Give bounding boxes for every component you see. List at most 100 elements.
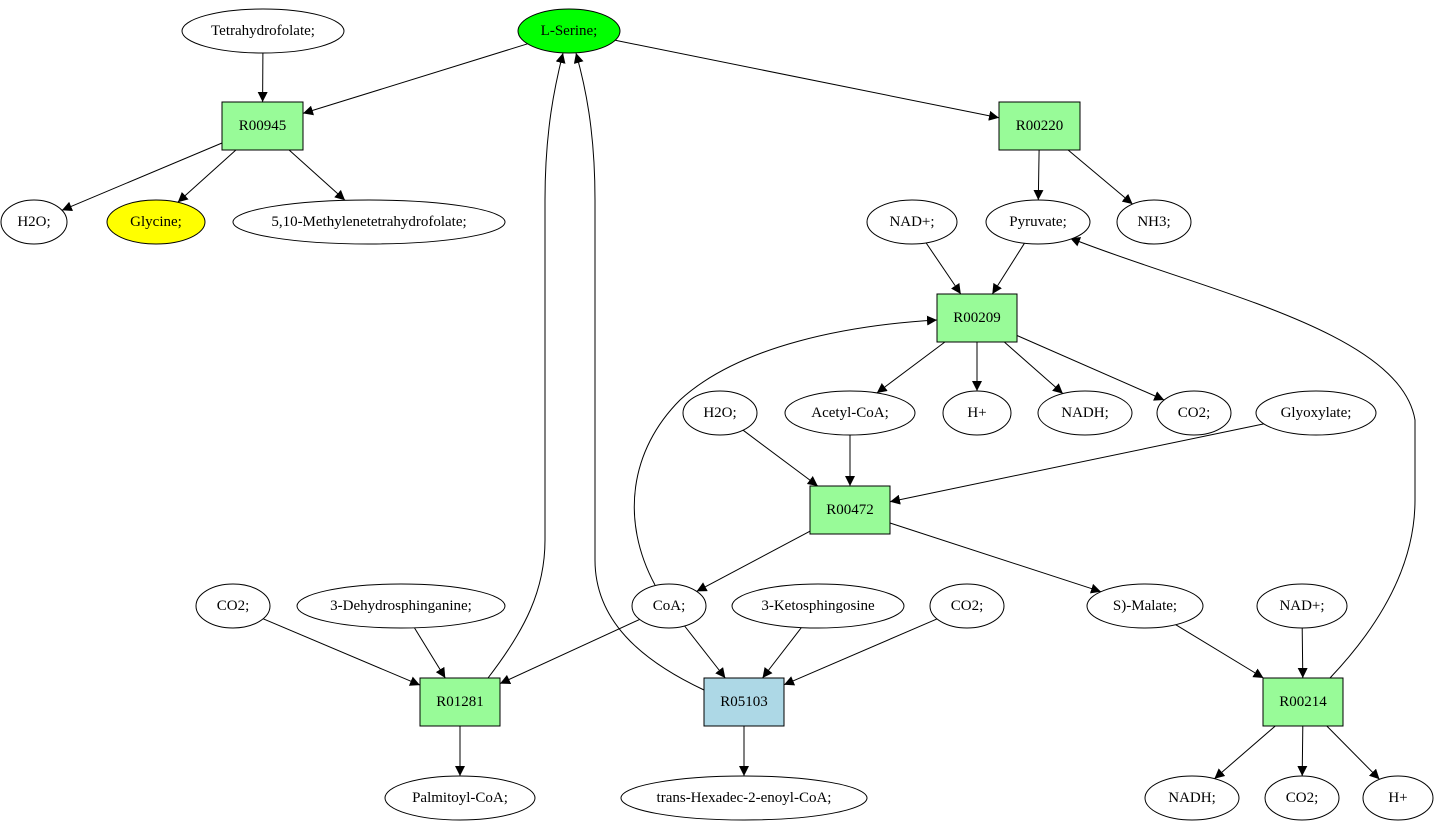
compound-node-coa[interactable]: CoA; bbox=[631, 583, 707, 629]
node-label: Acetyl-CoA; bbox=[811, 405, 888, 421]
compound-node-tetrahydrofolate[interactable]: Tetrahydrofolate; bbox=[181, 8, 345, 54]
edge-nadplus-2-to-r00214 bbox=[1297, 627, 1308, 679]
edge-coa-to-r01281 bbox=[499, 618, 640, 685]
compound-node-palmitoyl-coa[interactable]: Palmitoyl-CoA; bbox=[384, 775, 536, 821]
node-label: R00209 bbox=[953, 310, 1001, 326]
compound-node-co2-2[interactable]: CO2; bbox=[195, 583, 271, 629]
edge-r00945-to-glycine bbox=[177, 149, 237, 203]
reaction-node-r01281[interactable]: R01281 bbox=[419, 677, 501, 727]
node-label: NAD+; bbox=[889, 214, 934, 230]
edges-layer bbox=[61, 39, 1416, 780]
compound-ellipse bbox=[620, 775, 868, 821]
node-label: Palmitoyl-CoA; bbox=[412, 790, 508, 806]
edge-r00945-to-methylenethf bbox=[288, 149, 346, 201]
reaction-node-r05103[interactable]: R05103 bbox=[703, 677, 785, 727]
compound-ellipse bbox=[1156, 390, 1232, 436]
edge-r00472-to-coa bbox=[696, 530, 811, 592]
compound-node-glyoxylate[interactable]: Glyoxylate; bbox=[1255, 390, 1377, 436]
node-label: R01281 bbox=[436, 694, 484, 710]
compound-ellipse bbox=[731, 583, 905, 629]
compound-ellipse bbox=[1256, 583, 1348, 629]
node-label: L-Serine; bbox=[541, 23, 598, 39]
node-label: NADH; bbox=[1168, 790, 1216, 806]
node-label: H+ bbox=[1388, 790, 1407, 806]
node-label: H+ bbox=[967, 405, 986, 421]
reaction-box bbox=[221, 101, 304, 151]
compound-ellipse bbox=[195, 583, 271, 629]
edge-co2-3-to-r05103 bbox=[783, 618, 938, 686]
compound-node-nadplus-2[interactable]: NAD+; bbox=[1256, 583, 1348, 629]
compound-node-nh3[interactable]: NH3; bbox=[1116, 199, 1192, 245]
reaction-box bbox=[419, 677, 501, 727]
compound-node-nadh-2[interactable]: NADH; bbox=[1144, 775, 1240, 821]
compound-node-h2o-1[interactable]: H2O; bbox=[0, 199, 68, 245]
compound-ellipse bbox=[985, 199, 1091, 245]
compound-node-h2o-2[interactable]: H2O; bbox=[682, 390, 758, 436]
node-label: Tetrahydrofolate; bbox=[211, 23, 315, 39]
node-label: NH3; bbox=[1137, 214, 1170, 230]
node-label: CO2; bbox=[217, 598, 250, 614]
edge-s-malate-to-r00214 bbox=[1175, 624, 1264, 679]
edge-r00209-to-acetyl-coa bbox=[876, 341, 946, 394]
compound-node-ketosphingosine[interactable]: 3-Ketosphingosine bbox=[731, 583, 905, 629]
compound-node-s-malate[interactable]: S)-Malate; bbox=[1086, 583, 1204, 629]
nodes-layer: Tetrahydrofolate; L-Serine; R00945 R00220H2… bbox=[0, 8, 1434, 821]
reaction-node-r00220[interactable]: R00220 bbox=[998, 101, 1081, 151]
node-label: R00945 bbox=[239, 118, 287, 134]
edge-l-serine-to-r00945 bbox=[302, 43, 528, 116]
compound-node-dehydrosphinganine[interactable]: 3-Dehydrosphinganine; bbox=[296, 583, 506, 629]
compound-node-co2-1[interactable]: CO2; bbox=[1156, 390, 1232, 436]
node-label: H2O; bbox=[17, 214, 50, 230]
compound-node-pyruvate[interactable]: Pyruvate; bbox=[985, 199, 1091, 245]
node-label: R05103 bbox=[720, 694, 768, 710]
reaction-box bbox=[998, 101, 1081, 151]
reaction-box bbox=[809, 485, 891, 535]
compound-node-acetyl-coa[interactable]: Acetyl-CoA; bbox=[784, 390, 916, 436]
edge-r00214-to-pyruvate bbox=[1069, 237, 1416, 679]
compound-node-l-serine[interactable]: L-Serine; bbox=[517, 8, 621, 54]
node-label: R00214 bbox=[1279, 694, 1327, 710]
compound-ellipse bbox=[517, 8, 621, 54]
edge-r00472-to-s-malate bbox=[889, 522, 1102, 594]
compound-node-nadplus-1[interactable]: NAD+; bbox=[866, 199, 958, 245]
reaction-node-r00214[interactable]: R00214 bbox=[1262, 677, 1344, 727]
edge-glyoxylate-to-r00472 bbox=[889, 423, 1264, 505]
compound-ellipse bbox=[1037, 390, 1133, 436]
edge-nadplus-1-to-r00209 bbox=[925, 242, 962, 295]
node-label: CoA; bbox=[653, 598, 686, 614]
compound-node-hplus-1[interactable]: H+ bbox=[942, 390, 1012, 436]
node-label: trans-Hexadec-2-enoyl-CoA; bbox=[657, 790, 832, 806]
compound-ellipse bbox=[631, 583, 707, 629]
edge-r00214-to-co2-4 bbox=[1297, 725, 1308, 777]
node-label: Pyruvate; bbox=[1009, 214, 1067, 230]
compound-node-nadh-1[interactable]: NADH; bbox=[1037, 390, 1133, 436]
edge-r05103-to-l-serine bbox=[573, 52, 705, 691]
compound-node-hexadecenoyl-coa[interactable]: trans-Hexadec-2-enoyl-CoA; bbox=[620, 775, 868, 821]
compound-node-co2-3[interactable]: CO2; bbox=[929, 583, 1005, 629]
compound-node-glycine[interactable]: Glycine; bbox=[106, 199, 206, 245]
reaction-node-r00472[interactable]: R00472 bbox=[809, 485, 891, 535]
compound-ellipse bbox=[296, 583, 506, 629]
node-label: CO2; bbox=[951, 598, 984, 614]
compound-node-hplus-2[interactable]: H+ bbox=[1362, 775, 1434, 821]
compound-ellipse bbox=[784, 390, 916, 436]
compound-node-methylenethf[interactable]: 5,10-Methylenetetrahydrofolate; bbox=[232, 199, 506, 245]
reaction-box bbox=[1262, 677, 1344, 727]
edge-pyruvate-to-r00209 bbox=[991, 242, 1025, 295]
compound-node-co2-4[interactable]: CO2; bbox=[1264, 775, 1340, 821]
node-label: Glyoxylate; bbox=[1281, 405, 1352, 421]
edge-r00945-to-h2o-1 bbox=[61, 142, 223, 212]
compound-ellipse bbox=[929, 583, 1005, 629]
compound-ellipse bbox=[682, 390, 758, 436]
reaction-node-r00945[interactable]: R00945 bbox=[221, 101, 304, 151]
edge-dehydrosphinganine-to-r01281 bbox=[413, 627, 446, 679]
reaction-node-r00209[interactable]: R00209 bbox=[936, 293, 1018, 343]
node-label: NAD+; bbox=[1279, 598, 1324, 614]
node-label: S)-Malate; bbox=[1113, 598, 1177, 614]
edge-coa-to-r00209 bbox=[633, 315, 938, 586]
edge-r00220-to-nh3 bbox=[1067, 149, 1133, 205]
edge-h2o-2-to-r00472 bbox=[742, 429, 819, 487]
compound-ellipse bbox=[232, 199, 506, 245]
edge-r00214-to-hplus-2 bbox=[1326, 725, 1380, 780]
